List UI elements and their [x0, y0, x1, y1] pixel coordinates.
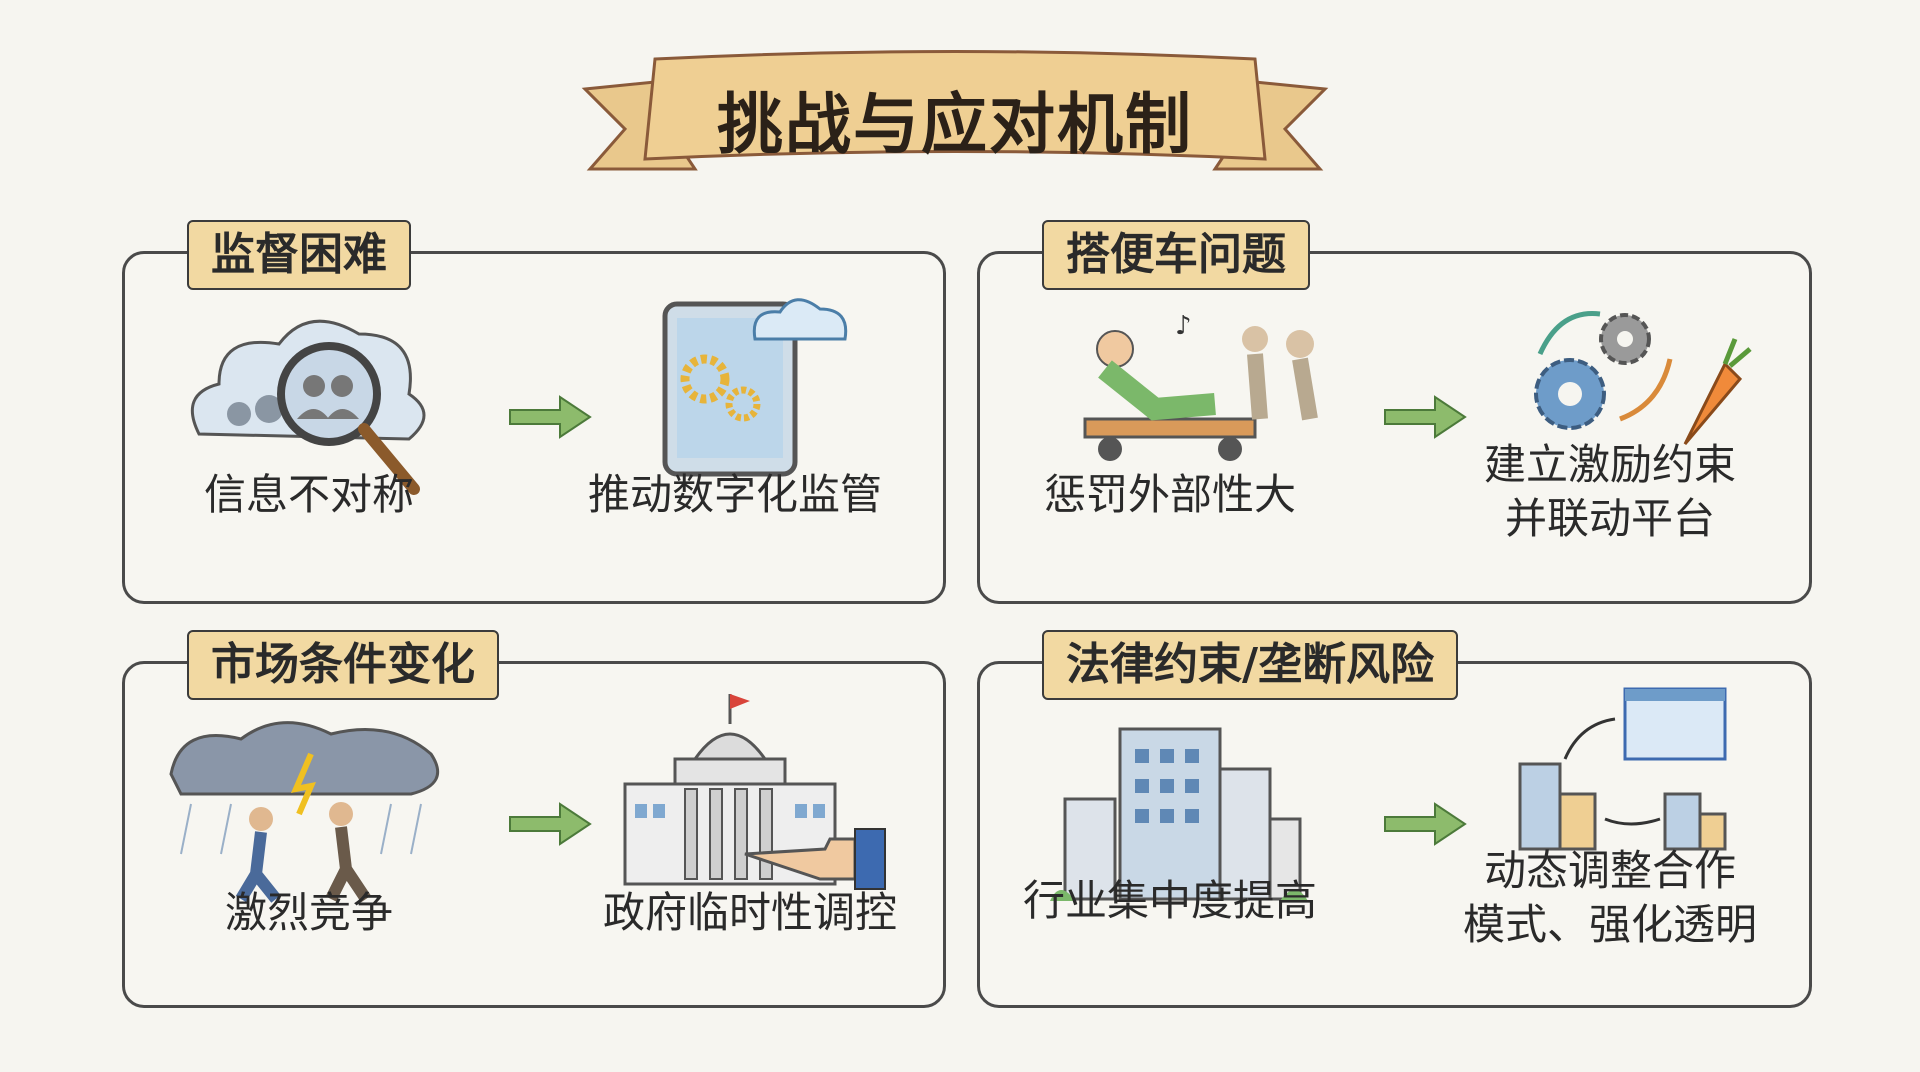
caption-punishment-externality: 惩罚外部性大: [1043, 470, 1296, 519]
buildings-window-cycle-icon: [1518, 687, 1727, 851]
arrow-right-icon: [1384, 802, 1467, 846]
svg-text:♪: ♪: [1175, 311, 1192, 341]
title-banner: 挑战与应对机制: [575, 49, 1335, 184]
caption-incentive-constraints: 建立激励约束 并联动平台: [1400, 438, 1820, 546]
caption-fierce-competition: 激烈竞争: [224, 888, 393, 937]
arrow-right-icon: [1384, 395, 1467, 439]
government-building-hand-icon: [623, 694, 886, 890]
panel-market-change: 市场条件变化 激烈竞争 政府临时性调控: [122, 630, 946, 1008]
arrow-right-icon: [509, 802, 592, 846]
gears-carrot-icon: [1534, 311, 1752, 445]
caption-industry-concentration: 行业集中度提高: [1022, 876, 1317, 925]
arrow-right-icon: [509, 395, 592, 439]
panel-supervision: 监督困难 信息不对称 推动数字化监管: [122, 220, 946, 604]
tablet-gears-cloud-icon: [662, 298, 848, 477]
panel-free-rider: 搭便车问题 ♪ 惩罚外部性大 建立激励约束 并联动平台: [977, 220, 1812, 604]
panel-label: 法律约束/垄断风险: [1042, 630, 1459, 700]
caption-dynamic-adjustment: 动态调整合作 模式、强化透明: [1400, 844, 1820, 952]
caption-line: 建立激励约束: [1483, 440, 1736, 489]
caption-line: 模式、强化透明: [1462, 900, 1757, 949]
caption-government-intervention: 政府临时性调控: [602, 888, 897, 937]
free-rider-cart-icon: ♪: [1083, 311, 1318, 461]
page-title: 挑战与应对机制: [717, 86, 1193, 163]
caption-information-asymmetry: 信息不对称: [203, 470, 414, 519]
panel-label: 搭便车问题: [1042, 220, 1310, 290]
ribbon-icon: [581, 50, 1329, 171]
caption-digital-supervision: 推动数字化监管: [587, 470, 882, 519]
panel-label: 监督困难: [187, 220, 411, 290]
caption-line: 动态调整合作: [1483, 846, 1736, 895]
panel-label: 市场条件变化: [187, 630, 499, 700]
panel-legal-monopoly: 法律约束/垄断风险 行业集中度提高 动态调整合作 模式、强化透明: [977, 630, 1812, 1008]
caption-line: 并联动平台: [1504, 494, 1715, 543]
skyscrapers-icon: [1050, 727, 1308, 901]
storm-fighting-icon: [169, 721, 440, 903]
cloud-magnifier-people-icon: [190, 319, 426, 495]
